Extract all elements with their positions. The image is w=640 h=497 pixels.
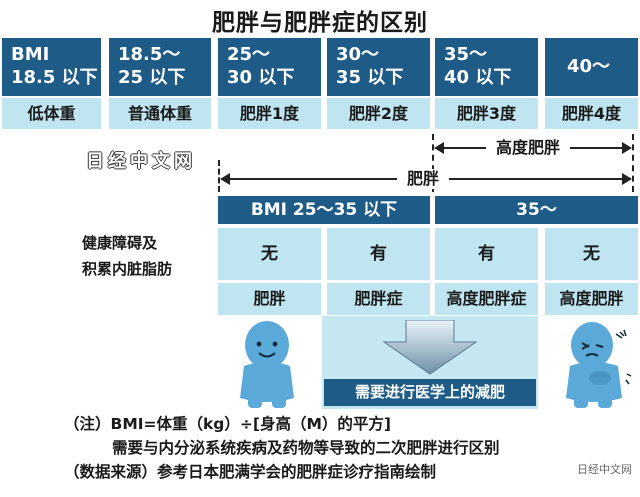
bmi-range-line2: 25 以下: [118, 67, 186, 88]
grid-header-35: 35～: [435, 196, 638, 224]
presence-cell-3: 有: [435, 228, 538, 280]
bracket-label-obesity: 肥胖: [397, 169, 450, 189]
note-distinction: 需要与内分泌系统疾病及药物等导致的二次肥胖进行区别: [112, 439, 500, 457]
arrow-right-icon: [622, 142, 632, 154]
bracket-tick-right: [632, 134, 634, 192]
corner-watermark: 日经中文网: [577, 463, 632, 476]
bmi-range-line1: 25～: [227, 44, 271, 65]
down-arrow-icon: [382, 320, 478, 375]
bmi-range-line2: 18.5 以下: [11, 67, 98, 88]
bmi-range-line2: 35 以下: [336, 67, 404, 88]
row-label-line2: 积累内脏脂肪: [82, 260, 173, 278]
bmi-col-6-range: 40～: [545, 38, 638, 96]
bmi-category-3: 肥胖1度: [218, 98, 321, 129]
presence-cell-4: 无: [545, 228, 638, 280]
watermark-text: 日经中文网: [86, 151, 196, 172]
arrow-right-icon: [622, 173, 632, 185]
bracket-tick-left: [432, 134, 434, 192]
bmi-range-line1: BMI: [11, 44, 50, 65]
diagnosis-cell-1: 肥胖: [218, 283, 321, 315]
bracket-label-high: 高度肥胖: [486, 138, 571, 158]
arrow-left-icon: [434, 142, 444, 154]
bmi-category-4: 肥胖2度: [327, 98, 430, 129]
grid-header-25-35: BMI 25～35 以下: [218, 196, 430, 224]
diagnosis-cell-2: 肥胖症: [327, 283, 430, 315]
smiling-person-icon: [240, 321, 294, 408]
arrow-left-icon: [220, 173, 230, 185]
bmi-range-line1: 40～: [567, 56, 611, 77]
sad-person-icon: [566, 322, 632, 408]
bmi-category-6: 肥胖4度: [545, 98, 638, 129]
presence-cell-1: 无: [218, 228, 321, 280]
bmi-col-4-range: 30～ 35 以下: [327, 38, 430, 96]
bmi-range-line1: 35～: [444, 44, 488, 65]
bmi-range-line1: 18.5～: [118, 44, 181, 65]
diagnosis-cell-4: 高度肥胖: [545, 283, 638, 315]
diagnosis-cell-3: 高度肥胖症: [435, 283, 538, 315]
bmi-category-1: 低体重: [2, 98, 101, 129]
bmi-col-1-range: BMI 18.5 以下: [2, 38, 101, 96]
note-formula: （注）BMI=体重（kg）÷[身高（M）的平方]: [64, 415, 391, 433]
bmi-category-2: 普通体重: [109, 98, 211, 129]
row-label-line1: 健康障碍及: [82, 234, 158, 252]
bmi-col-3-range: 25～ 30 以下: [218, 38, 321, 96]
note-source: （数据来源）参考日本肥满学会的肥胖症诊疗指南绘制: [64, 463, 437, 481]
medical-weight-loss-label: 需要进行医学上的减肥: [324, 379, 536, 406]
bracket-tick-left: [218, 160, 220, 192]
bmi-col-2-range: 18.5～ 25 以下: [109, 38, 211, 96]
bmi-range-line2: 30 以下: [227, 67, 295, 88]
bmi-range-line1: 30～: [336, 44, 380, 65]
row-label: 健康障碍及 积累内脏脂肪: [82, 230, 172, 282]
bmi-range-line2: 40 以下: [444, 67, 512, 88]
bmi-col-5-range: 35～ 40 以下: [435, 38, 538, 96]
bmi-category-5: 肥胖3度: [435, 98, 538, 129]
chart-title: 肥胖与肥胖症的区别: [212, 10, 428, 36]
presence-cell-2: 有: [327, 228, 430, 280]
